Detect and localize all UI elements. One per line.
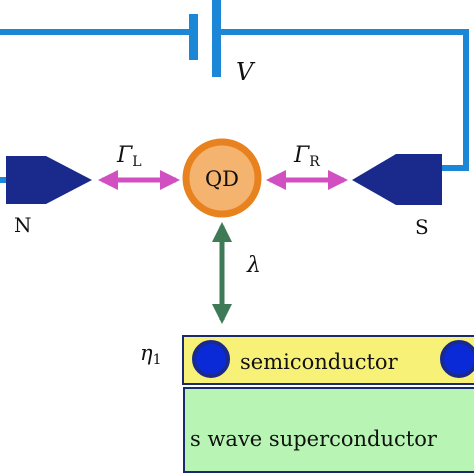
- gamma-right-label: ΓR: [293, 143, 320, 170]
- superconducting-lead-label: S: [415, 215, 429, 239]
- gamma-left-subscript: L: [132, 154, 141, 170]
- lambda-label: λ: [246, 253, 261, 278]
- voltage-label: V: [236, 58, 256, 86]
- majorana-right-icon: [440, 340, 474, 378]
- semiconductor-wire: [182, 335, 474, 385]
- semiconductor-label: semiconductor: [240, 350, 399, 374]
- gamma-right-symbol: Γ: [293, 143, 310, 168]
- superconductor-label: s wave superconductor: [190, 427, 438, 451]
- majorana-left-icon: [192, 340, 230, 378]
- normal-lead-label: N: [14, 213, 32, 237]
- gamma-right-subscript: R: [309, 154, 320, 170]
- eta-label: η1: [140, 341, 162, 368]
- eta-subscript: 1: [153, 352, 162, 368]
- gamma-left-label: ΓL: [116, 143, 142, 170]
- superconducting-lead-icon: [352, 154, 442, 205]
- battery-icon: [189, 0, 221, 77]
- quantum-dot: [182, 138, 262, 218]
- gamma-left-symbol: Γ: [116, 143, 133, 168]
- superconductor-substrate: [183, 387, 474, 473]
- quantum-dot-label: QD: [205, 167, 239, 191]
- normal-lead-icon: [6, 156, 92, 204]
- eta-symbol: η: [140, 341, 153, 365]
